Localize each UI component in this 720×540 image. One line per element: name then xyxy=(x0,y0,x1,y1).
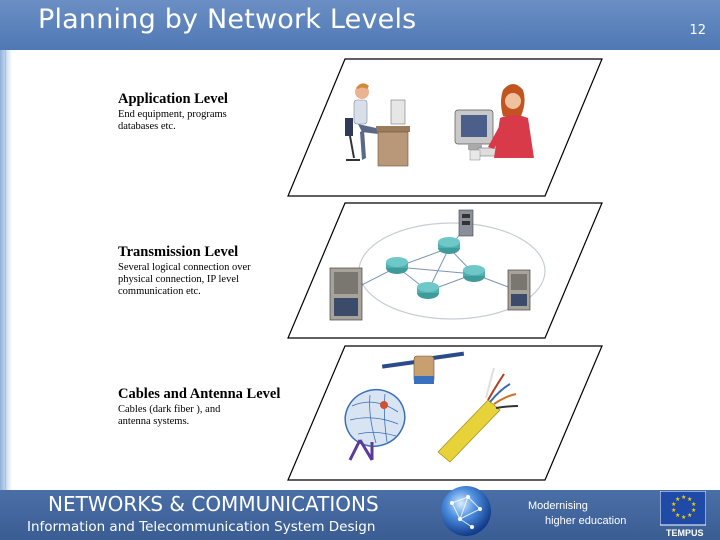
satellite-dish-icon xyxy=(344,389,406,461)
router-icon xyxy=(386,257,408,274)
svg-text:★: ★ xyxy=(671,507,676,514)
server-rack-icon xyxy=(458,209,474,237)
application-plane xyxy=(287,58,603,197)
svg-text:★: ★ xyxy=(681,494,686,501)
level-heading: Application Level xyxy=(118,91,228,107)
level-description-line: databases etc. xyxy=(118,121,176,132)
level-description: Cables (dark fiber ), and antenna system… xyxy=(118,404,280,428)
level-cables-antenna: Cables and Antenna Level Cables (dark fi… xyxy=(118,386,280,428)
person-at-computer-icon xyxy=(345,83,410,167)
tempus-logo-text: TEMPUS xyxy=(666,528,704,538)
server-rack-icon xyxy=(507,269,531,311)
eu-flag-icon: ★ ★ ★ ★ ★ ★ ★ ★ ★ ★ xyxy=(660,491,706,526)
router-icon xyxy=(438,237,460,254)
level-heading: Cables and Antenna Level xyxy=(118,386,281,402)
level-description-line: antenna systems. xyxy=(118,416,190,427)
woman-at-computer-icon xyxy=(454,84,534,161)
slide-footer xyxy=(0,490,720,540)
level-description-line: physical connection, IP level xyxy=(118,274,239,285)
level-heading: Transmission Level xyxy=(118,244,239,260)
svg-text:★: ★ xyxy=(675,512,680,519)
page-number: 12 xyxy=(689,23,706,38)
network-levels-diagram xyxy=(287,58,603,481)
svg-text:★: ★ xyxy=(691,507,696,514)
left-decor-bar xyxy=(0,50,12,490)
level-description-line: End equipment, programs xyxy=(118,109,227,120)
level-transmission: Transmission Level Several logical conne… xyxy=(118,244,251,298)
level-description: Several logical connection over physical… xyxy=(118,262,251,298)
level-description-line: communication etc. xyxy=(118,286,201,297)
level-description-line: Several logical connection over xyxy=(118,262,251,273)
router-icon xyxy=(463,265,485,282)
footer-subtitle: Information and Telecommunication System… xyxy=(27,519,376,535)
tagline-line2: higher education xyxy=(545,515,627,527)
server-rack-icon xyxy=(329,267,363,321)
svg-text:★: ★ xyxy=(687,512,692,519)
level-application: Application Level End equipment, program… xyxy=(118,91,228,133)
router-icon xyxy=(417,282,439,299)
svg-text:★: ★ xyxy=(691,501,696,508)
fiber-cable-icon xyxy=(437,367,519,463)
slide-header xyxy=(0,0,720,50)
level-description: End equipment, programs databases etc. xyxy=(118,109,228,133)
svg-text:★: ★ xyxy=(687,496,692,503)
tagline-line1: Modernising xyxy=(528,500,588,512)
svg-text:★: ★ xyxy=(671,501,676,508)
globe-icon xyxy=(441,486,491,536)
cables-plane xyxy=(287,345,603,481)
satellite-icon xyxy=(381,351,465,384)
svg-text:★: ★ xyxy=(681,514,686,521)
level-description-line: Cables (dark fiber ), and xyxy=(118,404,221,415)
footer-title: NETWORKS & COMMUNICATIONS xyxy=(48,492,379,516)
svg-text:★: ★ xyxy=(675,496,680,503)
slide-title: Planning by Network Levels xyxy=(38,4,417,35)
